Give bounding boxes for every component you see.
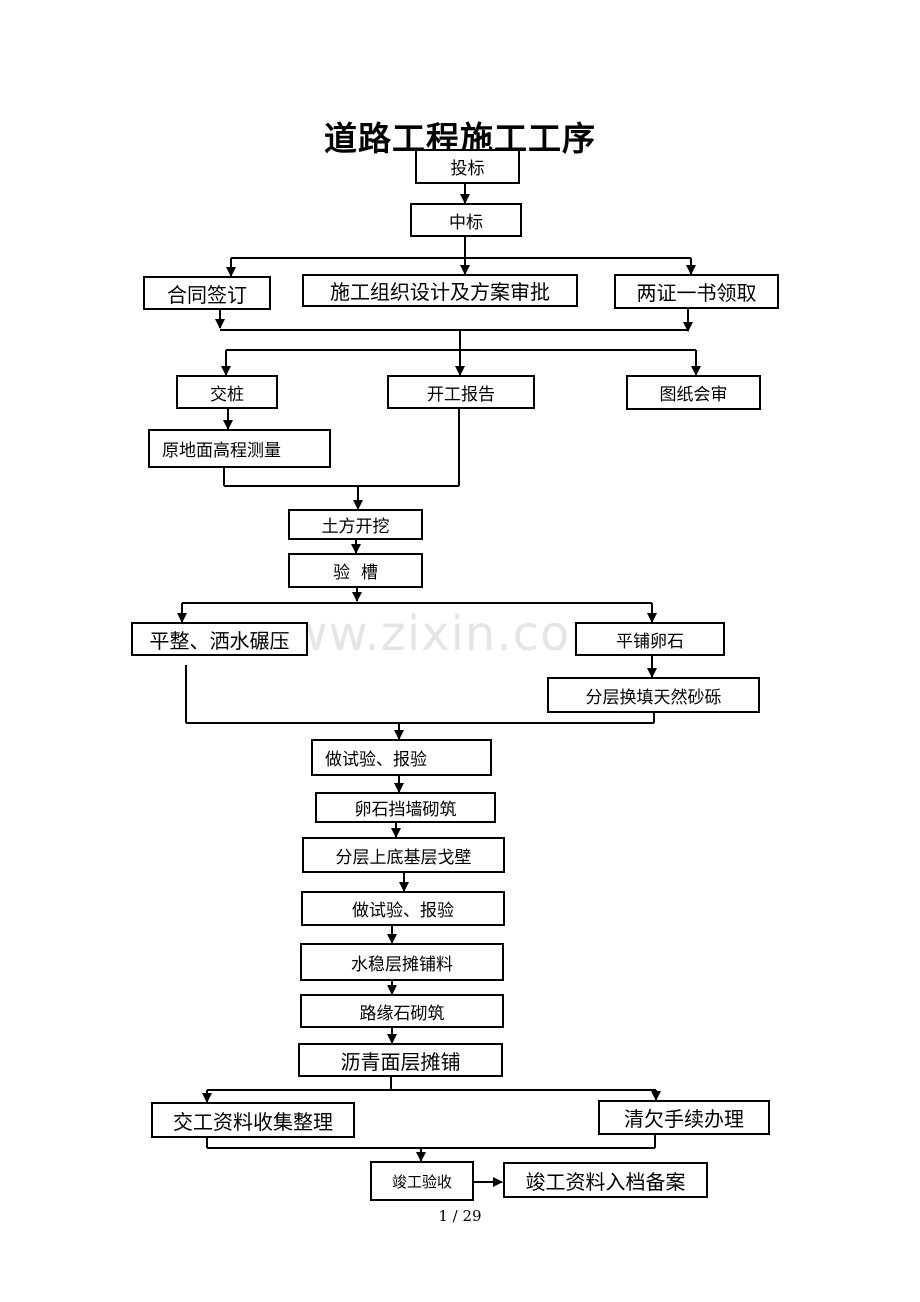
step-stabilized-layer: 水稳层摊铺料 [300,943,504,981]
step-handover-docs: 交工资料收集整理 [151,1102,355,1138]
step-acceptance: 竣工验收 [370,1161,474,1201]
step-clear-procedures: 清欠手续办理 [598,1100,770,1135]
step-gravel-fill: 分层换填天然砂砾 [547,677,760,713]
step-subbase: 分层上底基层戈壁 [302,837,505,873]
step-pebble-spread: 平铺卵石 [575,622,725,656]
step-design: 施工组织设计及方案审批 [302,274,578,307]
step-test-report-2: 做试验、报验 [301,891,505,926]
step-award: 中标 [410,203,522,237]
step-retaining-wall: 卵石挡墙砌筑 [315,792,496,823]
step-permits: 两证一书领取 [614,274,779,309]
step-contract: 合同签订 [143,276,271,310]
step-bid: 投标 [415,149,520,184]
page-number: 1 / 29 [438,1207,482,1225]
step-drawing-review: 图纸会审 [626,375,761,410]
step-leveling: 平整、洒水碾压 [131,622,308,656]
step-archive: 竣工资料入档备案 [503,1162,708,1198]
step-start-report: 开工报告 [387,375,535,409]
step-test-report-1: 做试验、报验 [311,739,492,776]
step-excavation: 土方开挖 [288,509,423,540]
step-asphalt: 沥青面层摊铺 [298,1043,503,1077]
step-ground-survey: 原地面高程测量 [148,429,331,468]
step-trench-check: 验 槽 [288,553,423,588]
step-stake: 交桩 [176,375,278,409]
step-curb: 路缘石砌筑 [300,994,504,1028]
